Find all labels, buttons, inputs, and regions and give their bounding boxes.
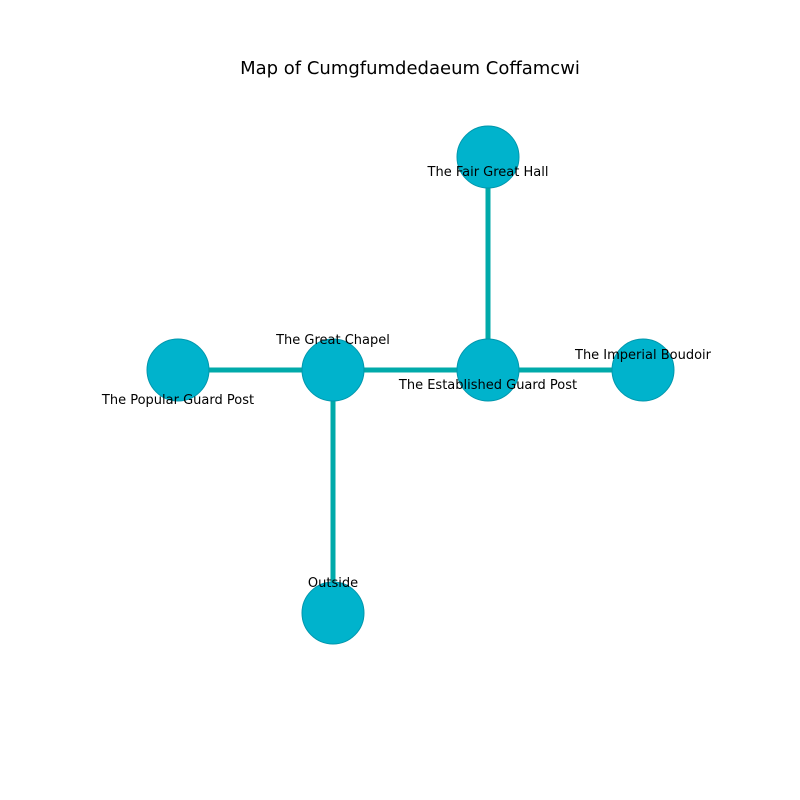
node-label-fair-great-hall: The Fair Great Hall — [427, 165, 549, 180]
node-great-chapel — [301, 338, 365, 402]
node-label-imperial-boudoir: The Imperial Boudoir — [574, 348, 712, 363]
node-established-guard-post — [456, 338, 520, 402]
map-title: Map of Cumgfumdedaeum Coffamcwi — [240, 58, 580, 79]
node-outside — [301, 581, 365, 645]
node-label-outside: Outside — [308, 576, 358, 591]
node-label-great-chapel: The Great Chapel — [275, 333, 390, 348]
node-label-established-guard-post: The Established Guard Post — [398, 378, 577, 393]
nodes-layer — [146, 125, 675, 645]
node-popular-guard-post — [146, 338, 210, 402]
node-label-popular-guard-post: The Popular Guard Post — [101, 393, 254, 408]
node-fair-great-hall — [456, 125, 520, 189]
node-imperial-boudoir — [611, 338, 675, 402]
